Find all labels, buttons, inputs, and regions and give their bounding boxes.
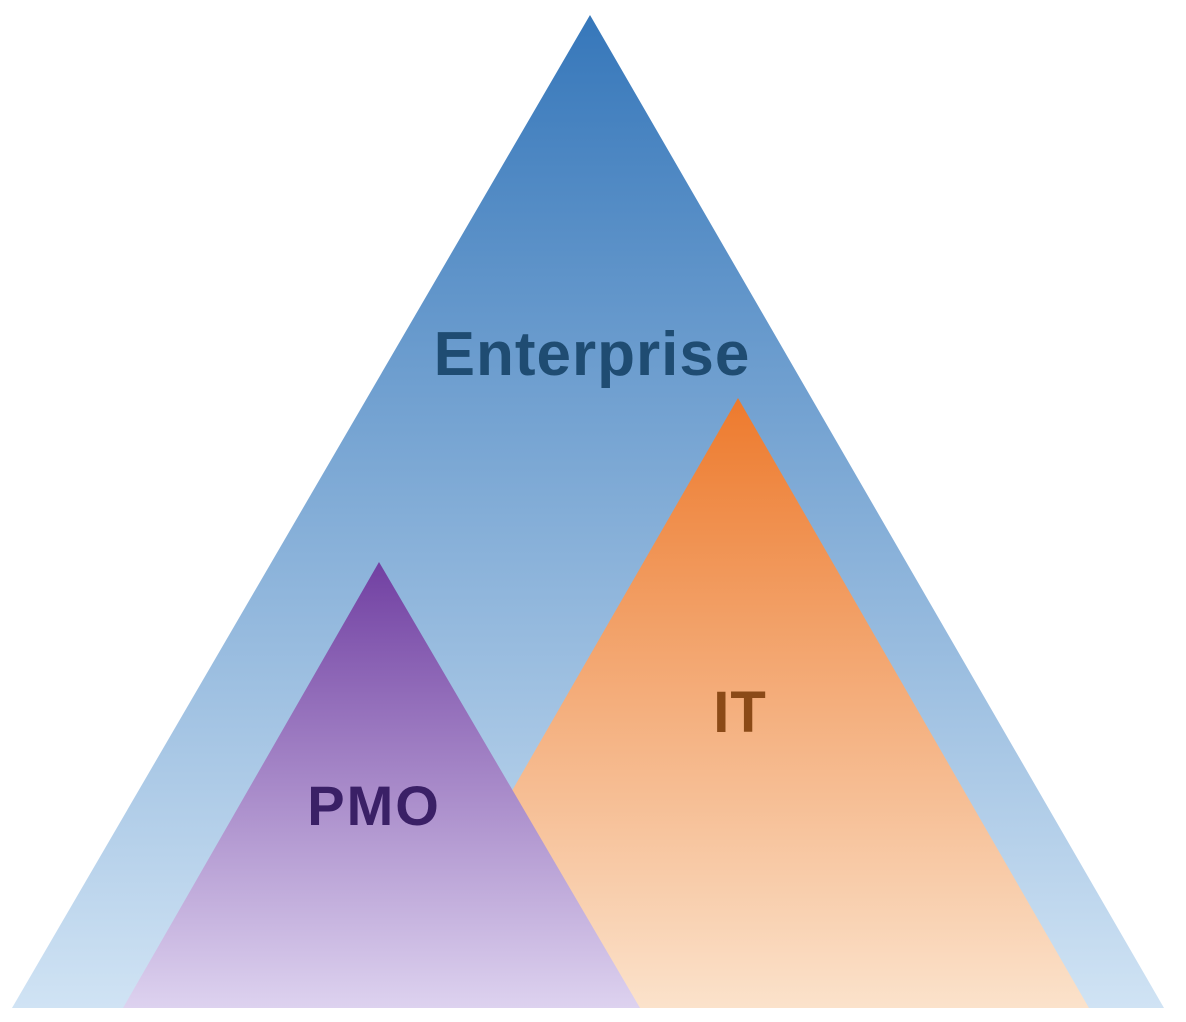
it-triangle	[387, 398, 1089, 1008]
enterprise-label: Enterprise	[434, 320, 751, 389]
it-label: IT	[713, 680, 767, 745]
pmo-triangle	[123, 562, 640, 1008]
pmo-label: PMO	[307, 774, 441, 837]
